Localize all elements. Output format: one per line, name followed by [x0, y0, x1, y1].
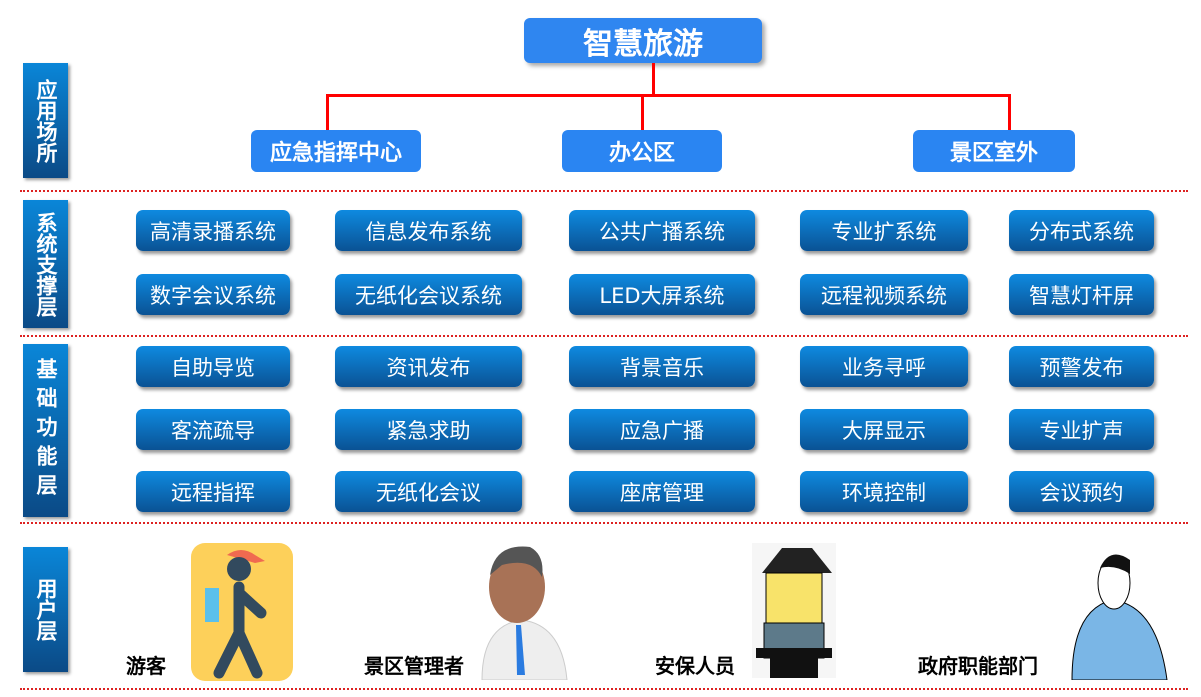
- layer-label-user: 用户层: [23, 547, 68, 672]
- user-label: 政府职能部门: [918, 654, 1038, 678]
- function-node: 会议预约: [1009, 471, 1154, 512]
- system-node: 数字会议系统: [136, 274, 290, 315]
- divider: [20, 688, 1188, 690]
- system-node: 无纸化会议系统: [335, 274, 522, 315]
- government-official-icon: [1071, 554, 1168, 680]
- tourist-icon: [191, 543, 293, 681]
- system-node: 专业扩系统: [800, 210, 968, 251]
- manager-icon: [481, 546, 568, 680]
- function-node: 远程指挥: [136, 471, 290, 512]
- function-node: 无纸化会议: [335, 471, 522, 512]
- divider: [20, 190, 1188, 192]
- function-node: 背景音乐: [569, 346, 755, 387]
- system-node: 智慧灯杆屏: [1009, 274, 1154, 315]
- function-node: 专业扩声: [1009, 409, 1154, 450]
- system-node: 信息发布系统: [335, 210, 522, 251]
- function-node: 大屏显示: [800, 409, 968, 450]
- function-node: 紧急求助: [335, 409, 522, 450]
- function-node: 预警发布: [1009, 346, 1154, 387]
- function-node: 应急广播: [569, 409, 755, 450]
- function-node: 业务寻呼: [800, 346, 968, 387]
- venue-node: 景区室外: [913, 130, 1075, 172]
- function-node: 环境控制: [800, 471, 968, 512]
- function-node: 资讯发布: [335, 346, 522, 387]
- security-guard-icon: [752, 543, 836, 678]
- layer-label-venue: 应用场所: [23, 63, 68, 178]
- function-node: 座席管理: [569, 471, 755, 512]
- divider: [20, 522, 1188, 524]
- layer-label-function: 基础功能层: [23, 344, 68, 517]
- connector-line: [641, 94, 644, 130]
- venue-node: 办公区: [562, 130, 722, 172]
- layer-label-system: 系统支撑层: [23, 200, 68, 328]
- venue-node: 应急指挥中心: [251, 130, 421, 172]
- connector-line: [652, 63, 655, 96]
- divider: [20, 335, 1188, 337]
- function-node: 客流疏导: [136, 409, 290, 450]
- user-label: 游客: [126, 654, 166, 678]
- root-node-title: 智慧旅游: [524, 18, 762, 63]
- user-label: 安保人员: [655, 654, 735, 678]
- system-node: LED大屏系统: [569, 274, 755, 315]
- system-node: 分布式系统: [1009, 210, 1154, 251]
- system-node: 远程视频系统: [800, 274, 968, 315]
- connector-line: [326, 94, 329, 130]
- system-node: 公共广播系统: [569, 210, 755, 251]
- function-node: 自助导览: [136, 346, 290, 387]
- connector-line: [326, 94, 1011, 97]
- system-node: 高清录播系统: [136, 210, 290, 251]
- connector-line: [1008, 94, 1011, 130]
- user-label: 景区管理者: [364, 654, 464, 678]
